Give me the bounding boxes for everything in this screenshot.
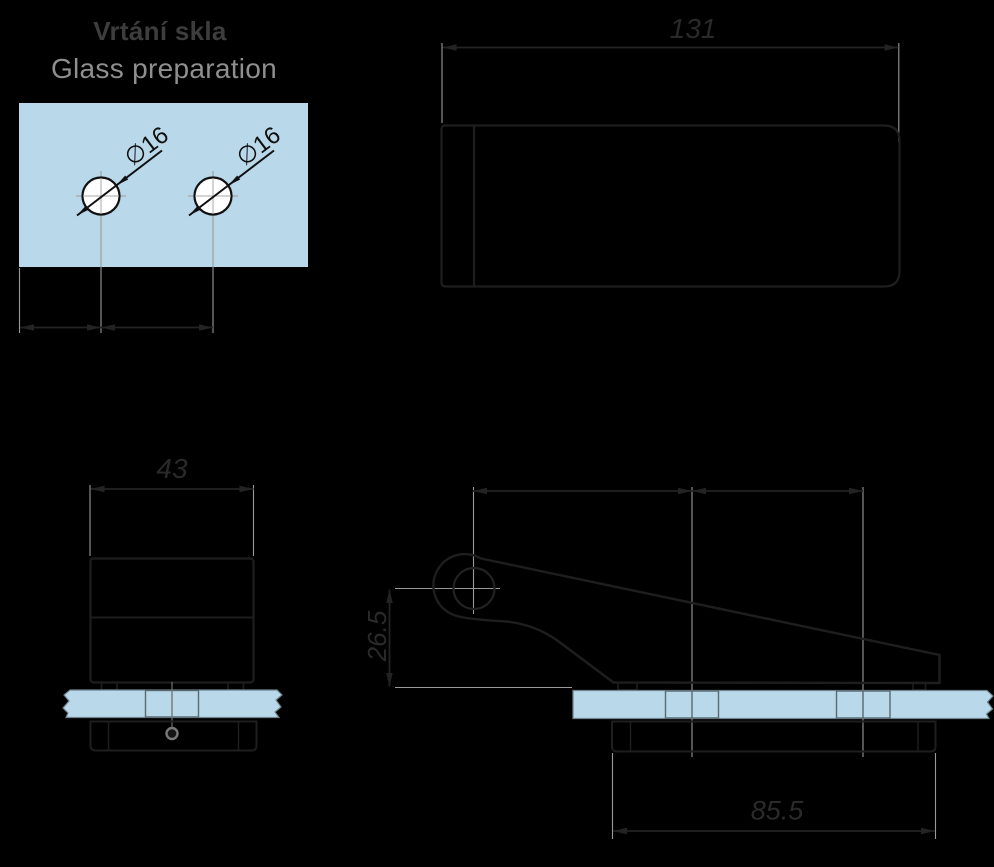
diameter-leaders bbox=[76, 149, 275, 217]
centerlines bbox=[395, 487, 937, 839]
body-outline bbox=[89, 557, 255, 691]
view-front bbox=[440, 43, 901, 288]
top-dimensions bbox=[473, 487, 863, 495]
glass-section bbox=[572, 689, 994, 720]
roller-circle bbox=[452, 566, 496, 611]
drawing-title-english: Glass preparation bbox=[50, 53, 278, 84]
width-dimension bbox=[442, 44, 899, 51]
extension-lines bbox=[441, 43, 900, 142]
drawing-title-czech: Vrtání skla bbox=[93, 16, 227, 46]
wedge-body bbox=[432, 552, 941, 691]
hole-spacing-dimensions bbox=[20, 324, 213, 331]
screw-head bbox=[165, 726, 179, 741]
profile-height-label: 26.5 bbox=[362, 610, 392, 662]
base-dimension bbox=[613, 827, 935, 835]
extension-lines bbox=[89, 485, 255, 556]
width-dimension bbox=[90, 485, 254, 493]
glass-hole-regions bbox=[664, 690, 891, 719]
glass-panel bbox=[19, 103, 308, 267]
side-width-label: 43 bbox=[156, 453, 188, 484]
front-width-label: 131 bbox=[669, 13, 717, 44]
view-profile bbox=[386, 487, 994, 839]
base-length-label: 85.5 bbox=[750, 795, 804, 826]
height-dimension bbox=[386, 589, 393, 687]
view-glass-preparation bbox=[18, 103, 308, 333]
bottom-clamp bbox=[611, 720, 937, 753]
body-outline bbox=[440, 124, 901, 288]
bottom-clamp bbox=[89, 720, 258, 752]
view-side bbox=[62, 485, 283, 752]
